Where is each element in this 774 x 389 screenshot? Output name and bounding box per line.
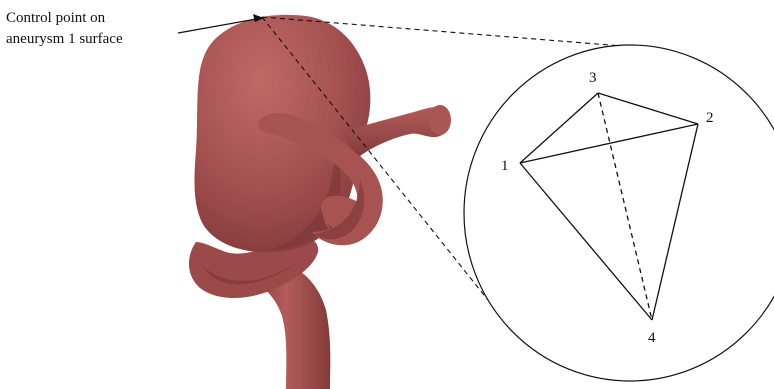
control-point-label: Control point on aneurysm 1 surface [6,8,206,50]
magnified-view: 1 2 3 4 [464,45,774,381]
magnification-circle [464,45,774,381]
vertex-label-2: 2 [706,110,714,126]
vessel-model [189,15,451,389]
vertex-label-1: 1 [501,158,509,174]
control-point-label-line1: Control point on [6,8,206,29]
vertex-label-3: 3 [589,70,597,86]
vertex-label-4: 4 [648,330,656,346]
right-branch-end [429,105,451,135]
control-point-label-line2: aneurysm 1 surface [6,29,206,50]
